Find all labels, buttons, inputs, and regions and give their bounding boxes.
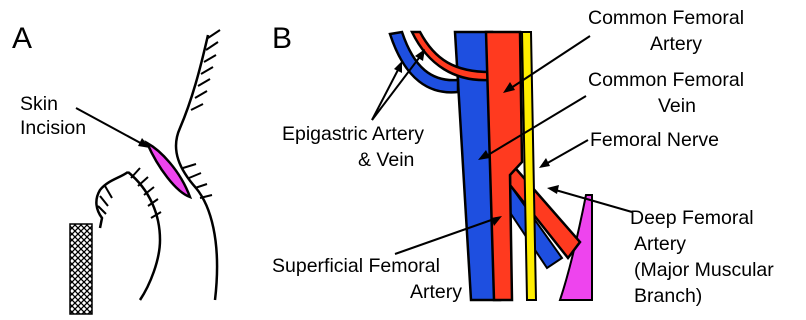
epigastric-arrows: [372, 49, 425, 120]
common-femoral-vein-label: Common Femoral Vein: [588, 69, 749, 117]
panel-a: A Skin Incision: [12, 22, 220, 314]
deep-femoral-artery-label: Deep Femoral Artery (Major Muscular Bran…: [630, 207, 779, 307]
groin-outline: [96, 172, 128, 228]
panel-a-letter: A: [12, 22, 32, 55]
femoral-nerve-arrow: [539, 140, 588, 168]
thigh-fold-outline: [128, 172, 160, 300]
panel-b: B Common Femoral Artery Common Femoral V…: [272, 7, 779, 307]
skin-incision-label: Skin Incision: [20, 93, 86, 139]
panel-b-letter: B: [272, 22, 292, 55]
leg-outline: [176, 35, 217, 300]
epigastric-label: Epigastric Artery & Vein: [282, 123, 429, 171]
hatched-drape-strip: [70, 224, 92, 314]
superficial-femoral-artery-label: Superficial Femoral Artery: [272, 255, 462, 303]
common-femoral-artery-label: Common Femoral Artery: [588, 7, 749, 55]
femoral-nerve-label: Femoral Nerve: [590, 129, 719, 151]
skin-incision-arrow: [76, 108, 150, 148]
